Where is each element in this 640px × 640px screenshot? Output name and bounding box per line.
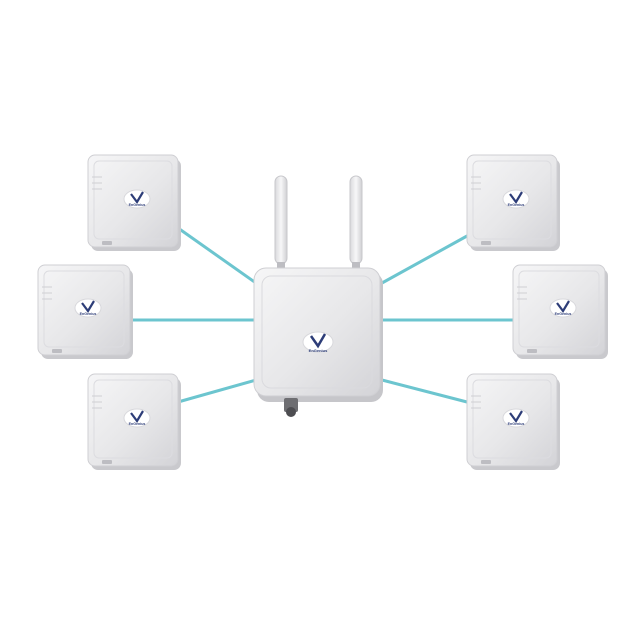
- cable-top-right: [380, 234, 469, 285]
- cable-top-left: [176, 226, 258, 285]
- client-panels: EnGeniusEnGeniusEnGeniusEnGeniusEnGenius…: [37, 154, 608, 470]
- brand-text: EnGenius: [508, 422, 525, 426]
- client-panel-middle-left: EnGenius: [37, 264, 133, 359]
- client-panel-top-right: EnGenius: [466, 154, 560, 251]
- brand-logo-icon: EnGenius: [502, 189, 530, 209]
- antenna-right: [349, 175, 363, 276]
- brand-logo-icon: EnGenius: [549, 298, 577, 318]
- brand-text: EnGenius: [309, 348, 328, 353]
- brand-text: EnGenius: [129, 203, 146, 207]
- cable-bottom-left: [176, 378, 258, 404]
- brand-logo-icon: EnGenius: [123, 189, 151, 209]
- access-point-hub: EnGenius: [253, 267, 383, 417]
- antenna-left: [274, 175, 288, 276]
- client-panel-middle-right: EnGenius: [512, 264, 608, 359]
- hub-antennas: [274, 175, 363, 276]
- brand-logo-icon: EnGenius: [74, 298, 102, 318]
- client-panel-top-left: EnGenius: [87, 154, 181, 251]
- client-panel-bottom-left: EnGenius: [87, 373, 181, 470]
- brand-text: EnGenius: [80, 312, 97, 316]
- brand-logo-icon: EnGenius: [123, 408, 151, 428]
- brand-logo-icon: EnGenius: [502, 408, 530, 428]
- brand-logo-icon: EnGenius: [302, 331, 334, 353]
- brand-text: EnGenius: [508, 203, 525, 207]
- brand-text: EnGenius: [555, 312, 572, 316]
- brand-text: EnGenius: [129, 422, 146, 426]
- cable-bottom-right: [380, 378, 469, 404]
- connection-cables: [128, 226, 515, 404]
- client-panel-bottom-right: EnGenius: [466, 373, 560, 470]
